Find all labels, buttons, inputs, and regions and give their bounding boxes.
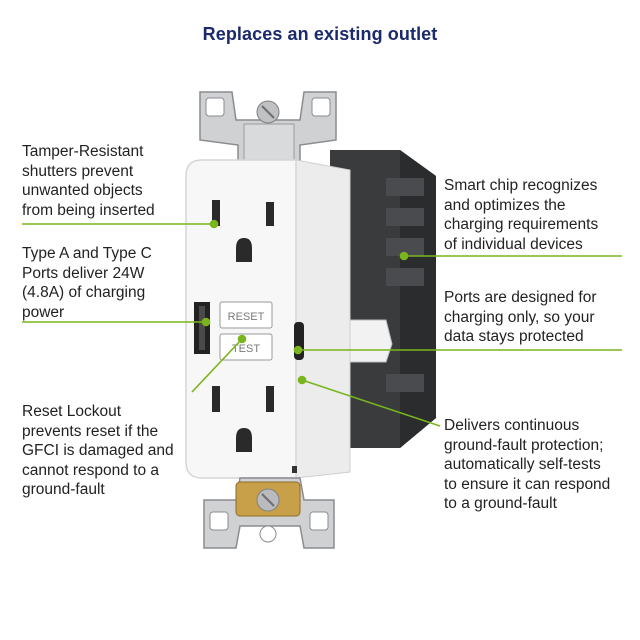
dot-ground-fault <box>297 375 307 385</box>
dot-smart-chip <box>399 251 409 261</box>
line-reset-lockout <box>191 338 243 393</box>
page-title: Replaces an existing outlet <box>202 24 438 44</box>
back-housing <box>330 150 436 448</box>
front-face: RESET TEST <box>185 159 304 479</box>
dot-usb-ports <box>201 317 211 327</box>
dot-charging-only <box>293 345 303 355</box>
callout-reset-lockout: Reset Lockout prevents reset if the GFCI… <box>22 403 174 498</box>
dot-tamper-resistant <box>209 219 219 229</box>
dot-reset-lockout <box>237 334 247 344</box>
callout-smart-chip: Smart chip recognizes and optimizes the … <box>444 177 599 253</box>
line-ground-fault <box>301 379 441 427</box>
reset-button-label: RESET <box>228 311 265 323</box>
callout-tamper-resistant: Tamper-Resistant shutters prevent unwant… <box>22 143 155 219</box>
callout-charging-only: Ports are designed for charging only, so… <box>444 289 597 345</box>
callout-ground-fault: Delivers continuous ground-fault protect… <box>444 417 611 512</box>
test-button-label: TEST <box>232 343 260 355</box>
callout-usb-ports: Type A and Type C Ports deliver 24W (4.8… <box>22 245 152 321</box>
bottom-mounting-strap <box>203 477 335 549</box>
